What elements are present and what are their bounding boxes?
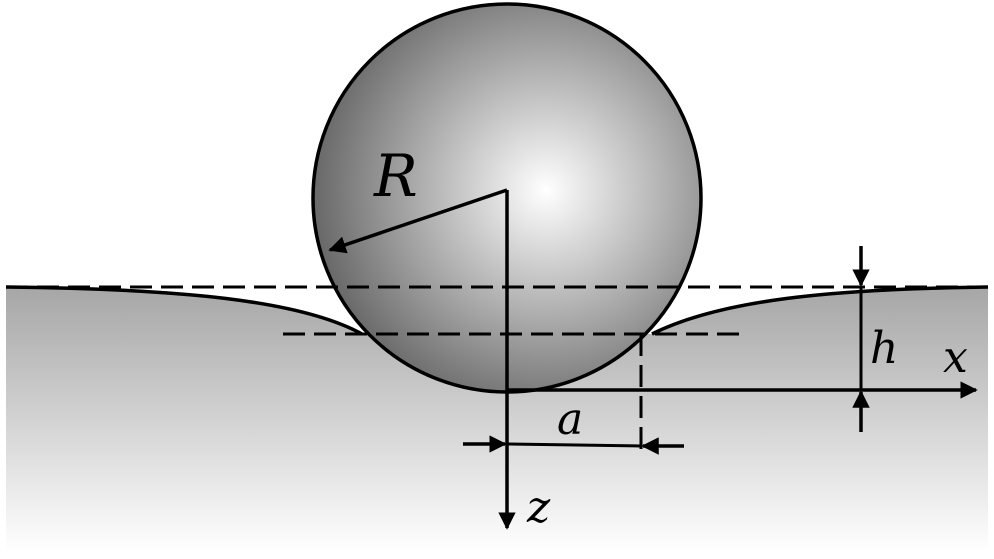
label-radius: R bbox=[373, 142, 418, 210]
label-depth: h bbox=[870, 323, 898, 374]
label-x-axis: x bbox=[943, 332, 968, 383]
label-contact-radius: a bbox=[557, 394, 583, 445]
label-z-axis: z bbox=[526, 482, 551, 533]
contact-radius-dimension-line bbox=[506, 442, 642, 448]
radius-arrow bbox=[328, 188, 508, 254]
substrate bbox=[6, 287, 988, 552]
